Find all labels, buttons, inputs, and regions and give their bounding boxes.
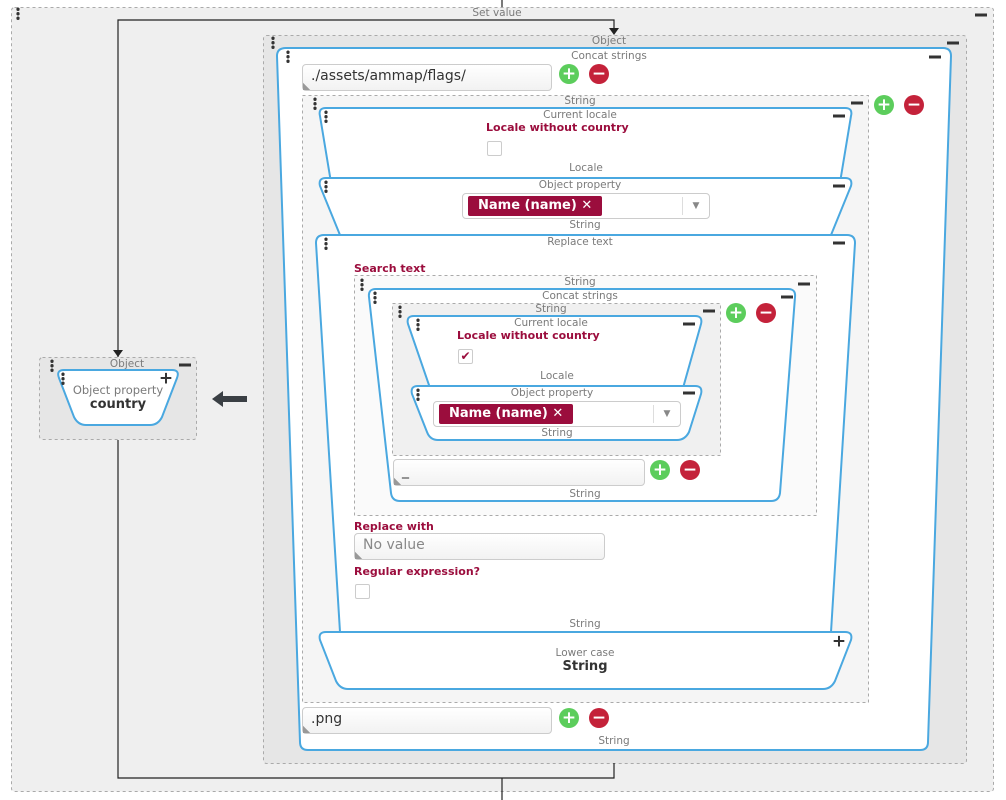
drag-handle-icon[interactable] [416,318,420,331]
add-button[interactable]: + [559,64,579,84]
inner-group-title: String [535,303,567,315]
objprop2-output: String [541,427,573,439]
drag-handle-icon[interactable] [61,372,65,385]
separator-input[interactable]: _ [393,459,645,486]
drag-handle-icon[interactable] [324,237,328,250]
concat-output: String [598,735,630,747]
drag-handle-icon[interactable] [313,97,317,110]
arrow-left-icon [212,391,247,407]
remove-button[interactable]: − [756,303,776,323]
minus-icon[interactable] [833,114,845,118]
x-icon[interactable]: ✕ [552,406,564,421]
remove-button[interactable]: − [589,708,609,728]
objprop1-select[interactable]: Name (name) ✕ ▼ [462,193,710,219]
concat-title: Concat strings [571,50,647,62]
string-group-title: String [564,95,596,107]
regex-checkbox[interactable] [355,584,370,599]
add-button[interactable]: + [726,303,746,323]
left-object-title: Object [109,358,145,370]
locale1-output: Locale [569,162,603,174]
remove-button[interactable]: − [680,460,700,480]
objprop2-select[interactable]: Name (name) ✕ ▼ [433,401,681,427]
minus-icon[interactable] [703,309,715,313]
prefix-input[interactable]: ./assets/ammap/flags/ [302,64,552,91]
drag-handle-icon[interactable] [373,291,377,304]
minus-icon[interactable] [975,13,987,17]
drag-handle-icon[interactable] [324,180,328,193]
property-tag: Name (name) ✕ [439,404,574,424]
caret-down-icon[interactable]: ▼ [653,405,680,423]
objprop1-output: String [569,219,601,231]
drag-handle-icon[interactable] [50,359,54,372]
locale2-title: Current locale [514,317,588,329]
drag-handle-icon[interactable] [398,305,402,318]
drag-handle-icon[interactable] [360,278,364,291]
remove-button[interactable]: − [904,95,924,115]
drag-handle-icon[interactable] [16,7,20,20]
locale1-checkbox[interactable] [487,141,502,156]
drag-handle-icon[interactable] [324,110,328,123]
minus-icon[interactable] [947,41,959,45]
minus-icon[interactable] [683,322,695,326]
left-node-title: Object property [72,383,164,397]
inner-string-title: String [564,276,596,288]
locale2-option-label: Locale without country [457,329,600,342]
drag-handle-icon[interactable] [416,388,420,401]
objprop1-title: Object property [538,179,622,191]
add-button[interactable]: + [874,95,894,115]
add-button[interactable]: + [650,460,670,480]
replace-title: Replace text [547,236,613,248]
suffix-input[interactable]: .png [302,707,552,734]
minus-icon[interactable] [929,55,941,59]
replace-output: String [569,618,601,630]
plus-icon[interactable]: + [831,631,847,652]
minus-icon[interactable] [683,391,695,395]
minus-icon[interactable] [833,184,845,188]
minus-icon[interactable] [833,241,845,245]
regex-label: Regular expression? [354,565,481,578]
minus-icon[interactable] [179,363,191,367]
minus-icon[interactable] [851,101,863,105]
replace-with-label: Replace with [354,520,434,533]
minus-icon[interactable] [781,295,793,299]
lower-value: String [562,659,608,674]
replace-with-input[interactable]: No value [354,533,605,560]
drag-handle-icon[interactable] [286,50,290,63]
caret-down-icon[interactable]: ▼ [682,197,709,215]
locale1-option-label: Locale without country [486,121,629,134]
locale2-output: Locale [540,370,574,382]
set-value-title: Set value [472,7,522,19]
remove-button[interactable]: − [589,64,609,84]
object-title: Object [591,35,627,47]
property-tag: Name (name) ✕ [468,196,603,216]
drag-handle-icon[interactable] [271,36,275,49]
add-button[interactable]: + [559,708,579,728]
minus-icon[interactable] [798,282,810,286]
search-text-label: Search text [354,262,426,275]
locale2-checkbox[interactable]: ✔ [458,349,473,364]
lower-title: Lower case [555,647,615,659]
left-node-value: country [89,397,147,412]
plus-icon[interactable]: + [158,368,174,389]
x-icon[interactable]: ✕ [581,198,593,213]
inner-concat-output: String [569,488,601,500]
locale1-title: Current locale [543,109,617,121]
objprop2-title: Object property [510,387,594,399]
inner-concat-title: Concat strings [542,290,618,302]
